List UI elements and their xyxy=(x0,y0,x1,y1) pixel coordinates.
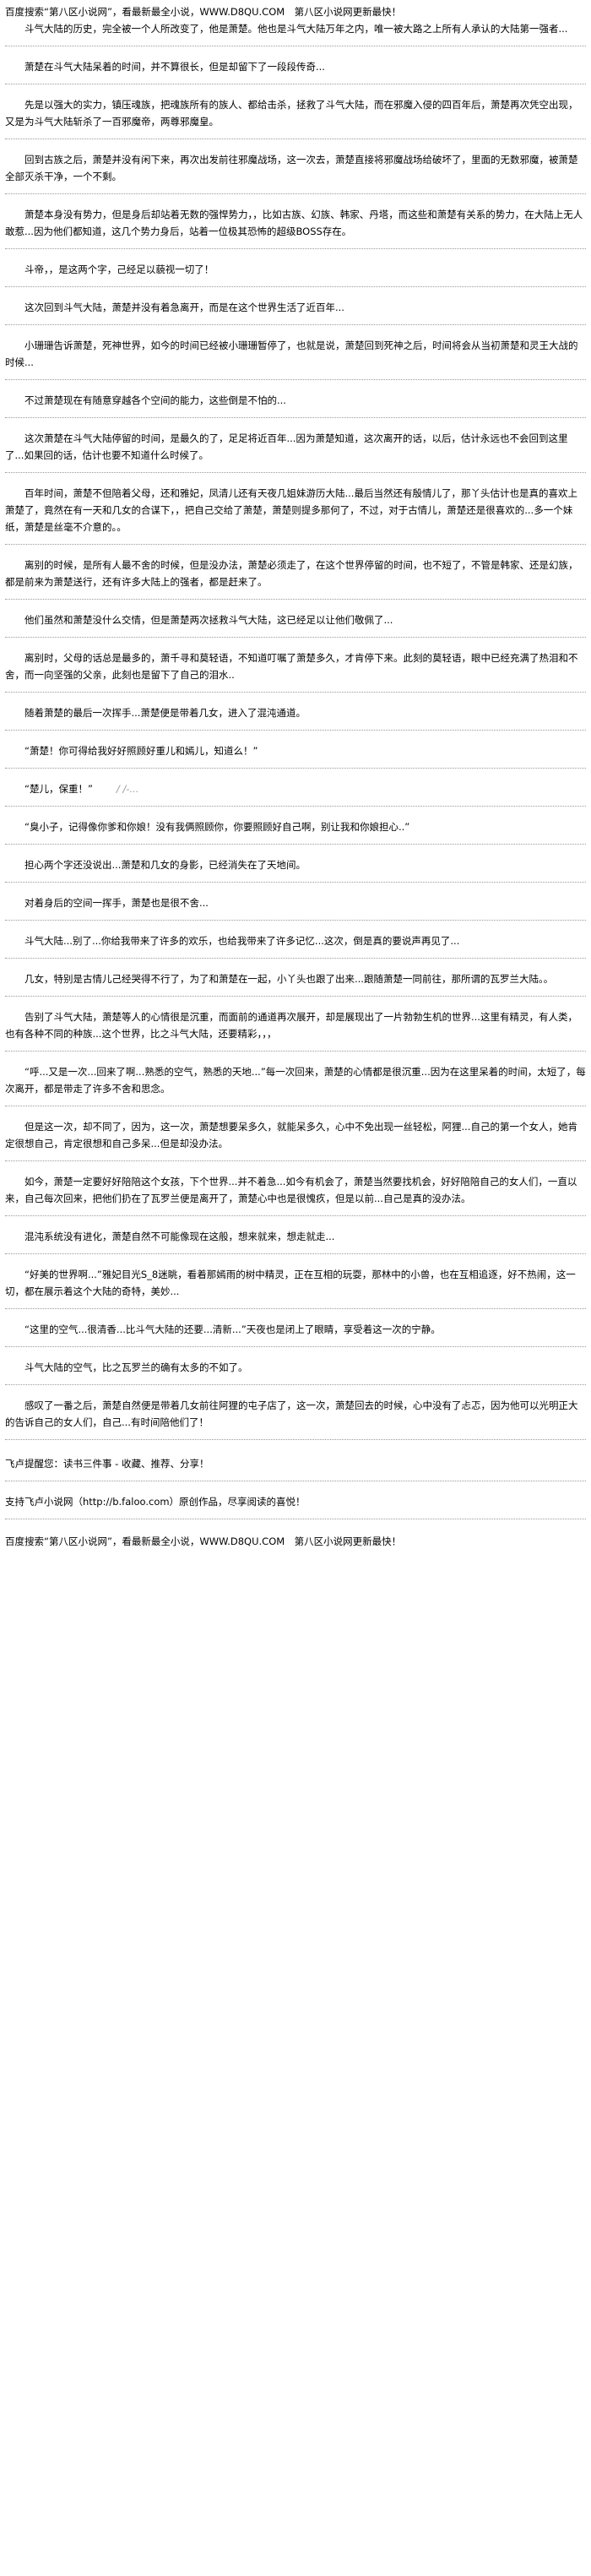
chapter-paragraph-with-note: “楚儿，保重！” / /-... xyxy=(5,769,586,807)
chapter-paragraph: 回到古族之后，萧楚并没有闲下来，再次出发前往邪魔战场，这一次去，萧楚直接将邪魔战… xyxy=(5,139,586,194)
chapter-paragraph: 这次萧楚在斗气大陆停留的时间，是最久的了，足足将近百年...因为萧楚知道，这次离… xyxy=(5,418,586,473)
chapter-paragraph: 告别了斗气大陆，萧楚等人的心情很是沉重，而面前的通道再次展开，却是展现出了一片勃… xyxy=(5,997,586,1052)
chapter-paragraph: “楚儿，保重！” xyxy=(24,783,93,795)
chapter-paragraph: 他们虽然和萧楚没什么交情，但是萧楚两次拯救斗气大陆，这已经足以让他们敬佩了... xyxy=(5,600,586,638)
chapter-paragraph: 不过萧楚现在有随意穿越各个空间的能力，这些倒是不怕的... xyxy=(5,380,586,418)
chapter-paragraph: 担心两个字还没说出...萧楚和几女的身影，已经消失在了天地间。 xyxy=(5,845,586,883)
chapter-paragraph: 这次回到斗气大陆，萧楚并没有着急离开，而是在这个世界生活了近百年... xyxy=(5,287,586,325)
chapter-paragraph: 几女，特别是古情儿己经哭得不行了，为了和萧楚在一起，小丫头也跟了出来...跟随萧… xyxy=(5,959,586,997)
chapter-paragraph: “萧楚！你可得给我好好照顾好重儿和嫣儿，知道么！” xyxy=(5,731,586,769)
chapter-body: 斗气大陆的历史，完全被一个人所改变了，他是萧楚。他也是斗气大陆万年之内，唯一被大… xyxy=(5,20,586,1440)
chapter-paragraph: 斗帝，，是这两个字，己经足以藐视一切了！ xyxy=(5,249,586,287)
chapter-paragraph: 斗气大陆...别了...你给我带来了许多的欢乐，也给我带来了许多记忆...这次，… xyxy=(5,921,586,959)
chapter-paragraph: “臭小子，记得像你爹和你娘！没有我俩照顾你，你要照顾好自己啊，别让我和你娘担心.… xyxy=(5,807,586,845)
top-banner: 百度搜索“第八区小说网”，看最新最全小说，WWW.D8QU.COM 第八区小说网… xyxy=(5,6,402,18)
chapter-paragraph: 离别的时候，是所有人最不舍的时候，但是没办法，萧楚必须走了，在这个世界停留的时间… xyxy=(5,545,586,600)
chapter-paragraph: 对着身后的空间一挥手，萧楚也是很不舍... xyxy=(5,883,586,921)
chapter-paragraph: “好美的世界啊...”雅妃目光S_8迷眺，看着那嫣雨的树中精灵，正在互相的玩耍，… xyxy=(5,1254,586,1309)
chapter-paragraph: 离别时，父母的话总是最多的，萧千寻和莫轻语，不知道叮嘱了萧楚多久，才肯停下来。此… xyxy=(5,638,586,693)
bottom-banner: 百度搜索“第八区小说网”，看最新最全小说，WWW.D8QU.COM 第八区小说网… xyxy=(5,1535,402,1547)
reader-reminder: 飞卢提醒您：读书三件事 - 收藏、推荐、分享！ xyxy=(5,1455,586,1481)
handwritten-mark: / /-... xyxy=(116,783,139,795)
chapter-paragraph: 感叹了一番之后，萧楚自然便是带着几女前往阿狸的屯子店了，这一次，萧楚回去的时候，… xyxy=(5,1385,586,1440)
chapter-footer: 飞卢提醒您：读书三件事 - 收藏、推荐、分享！ 支持飞卢小说网（http://b… xyxy=(5,1440,586,1519)
chapter-paragraph: 小珊珊告诉萧楚，死神世界，如今的时间已经被小珊珊暂停了，也就是说，萧楚回到死神之… xyxy=(5,325,586,380)
chapter-paragraph: 斗气大陆的空气，比之瓦罗兰的确有太多的不如了。 xyxy=(5,1347,586,1385)
chapter-paragraph: 萧楚在斗气大陆呆着的时间，并不算很长，但是却留下了一段段传奇... xyxy=(5,46,586,84)
chapter-paragraph: 如今，萧楚一定要好好陪陪这个女孩，下个世界...并不着急...如今有机会了，萧楚… xyxy=(5,1161,586,1216)
chapter-paragraph: 先是以强大的实力，镇压魂族，把魂族所有的族人、都给击杀，拯救了斗气大陆，而在邪魔… xyxy=(5,84,586,139)
chapter-paragraph: “呼...又是一次...回来了啊...熟悉的空气，熟悉的天地...”每一次回来，… xyxy=(5,1052,586,1106)
chapter-paragraph: 随着萧楚的最后一次挥手...萧楚便是带着几女，进入了混沌通道。 xyxy=(5,693,586,731)
chapter-paragraph: 但是这一次，却不同了，因为，这一次，萧楚想要呆多久，就能呆多久，心中不免出现一丝… xyxy=(5,1106,586,1161)
chapter-paragraph: 斗气大陆的历史，完全被一个人所改变了，他是萧楚。他也是斗气大陆万年之内，唯一被大… xyxy=(5,20,586,46)
chapter-paragraph: 萧楚本身没有势力，但是身后却站着无数的强悍势力，，比如古族、幻族、韩家、丹塔，而… xyxy=(5,194,586,249)
chapter-paragraph: “这里的空气...很清香...比斗气大陆的还要...清新...”天夜也是闭上了眼… xyxy=(5,1309,586,1347)
chapter-paragraph: 混沌系统没有进化，萧楚自然不可能像现在这般，想来就来，想走就走... xyxy=(5,1216,586,1254)
support-link[interactable]: 支持飞卢小说网（http://b.faloo.com）原创作品，尽享阅读的喜悦！ xyxy=(5,1481,586,1519)
chapter-paragraph: 百年时间，萧楚不但陪着父母，还和雅妃，凤清儿还有天夜几姐妹游历大陆...最后当然… xyxy=(5,473,586,545)
